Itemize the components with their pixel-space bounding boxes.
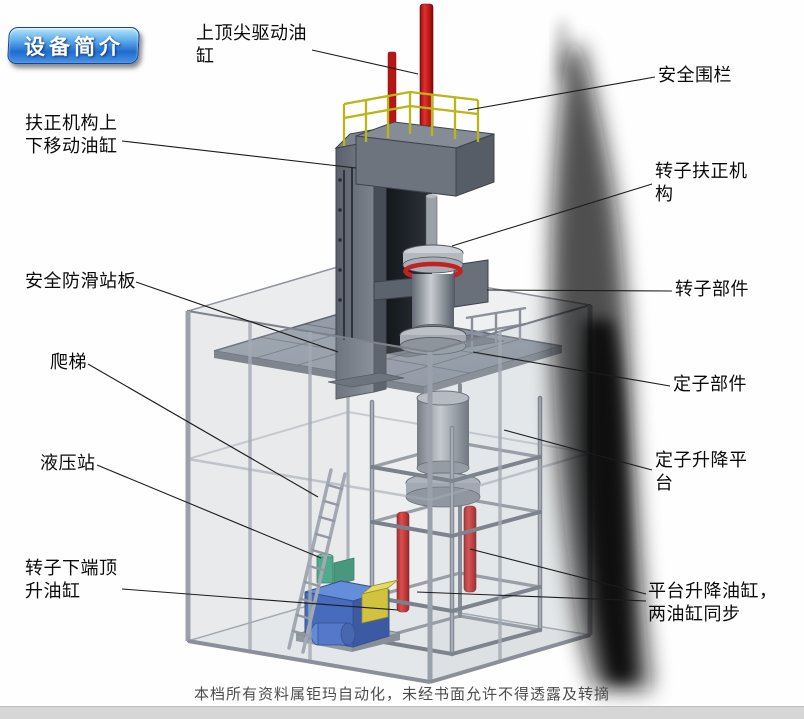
footer-copyright: 本档所有资料属钜玛自动化，未经书面允许不得透露及转摘 bbox=[193, 685, 610, 703]
leader-safety-fence bbox=[467, 76, 656, 111]
leader-rotor-bottom-jack bbox=[121, 588, 399, 611]
leader-rotor-part bbox=[486, 289, 673, 292]
label-safety-fence: 安全围栏 bbox=[658, 65, 732, 86]
label-ladder: 爬梯 bbox=[50, 352, 87, 373]
label-centering-updown-cylinder: 扶正机构上 下移动油缸 bbox=[25, 113, 118, 158]
leader-top-drive-cylinder bbox=[311, 49, 419, 75]
label-antislip-platform: 安全防滑站板 bbox=[25, 271, 136, 292]
leader-ladder bbox=[87, 363, 319, 498]
leader-antislip-platform bbox=[135, 281, 339, 353]
label-stator-lift-platform: 定子升降平 台 bbox=[655, 450, 748, 495]
leader-hydraulic-station bbox=[96, 464, 322, 559]
label-top-drive-cylinder: 上顶尖驱动油 缸 bbox=[196, 23, 307, 68]
title-badge: 设备简介 bbox=[7, 27, 140, 64]
leader-lines bbox=[87, 49, 673, 611]
label-rotor-bottom-jack: 转子下端顶 升油缸 bbox=[25, 558, 118, 603]
bottom-bar bbox=[0, 706, 804, 719]
leader-platform-lift-a bbox=[469, 548, 647, 595]
label-platform-lift-cylinders: 平台升降油缸， 两油缸同步 bbox=[648, 581, 778, 626]
drive-cylinder-rods bbox=[387, 3, 434, 137]
enclosure-front bbox=[185, 303, 593, 684]
label-rotor-centering-mech: 转子扶正机 构 bbox=[655, 161, 748, 206]
title-badge-label: 设备简介 bbox=[23, 34, 124, 59]
safety-railing bbox=[342, 90, 480, 146]
label-rotor-part: 转子部件 bbox=[675, 279, 749, 300]
leader-stator-lift-platform bbox=[503, 429, 653, 471]
leader-stator-part bbox=[472, 351, 671, 387]
label-hydraulic-station: 液压站 bbox=[40, 453, 96, 474]
leader-rotor-centering-mech bbox=[451, 183, 653, 247]
label-stator-part: 定子部件 bbox=[673, 374, 747, 395]
leader-centering-updown-cylinder bbox=[121, 140, 357, 169]
head-box bbox=[355, 121, 495, 197]
leader-platform-lift-b bbox=[416, 591, 647, 602]
